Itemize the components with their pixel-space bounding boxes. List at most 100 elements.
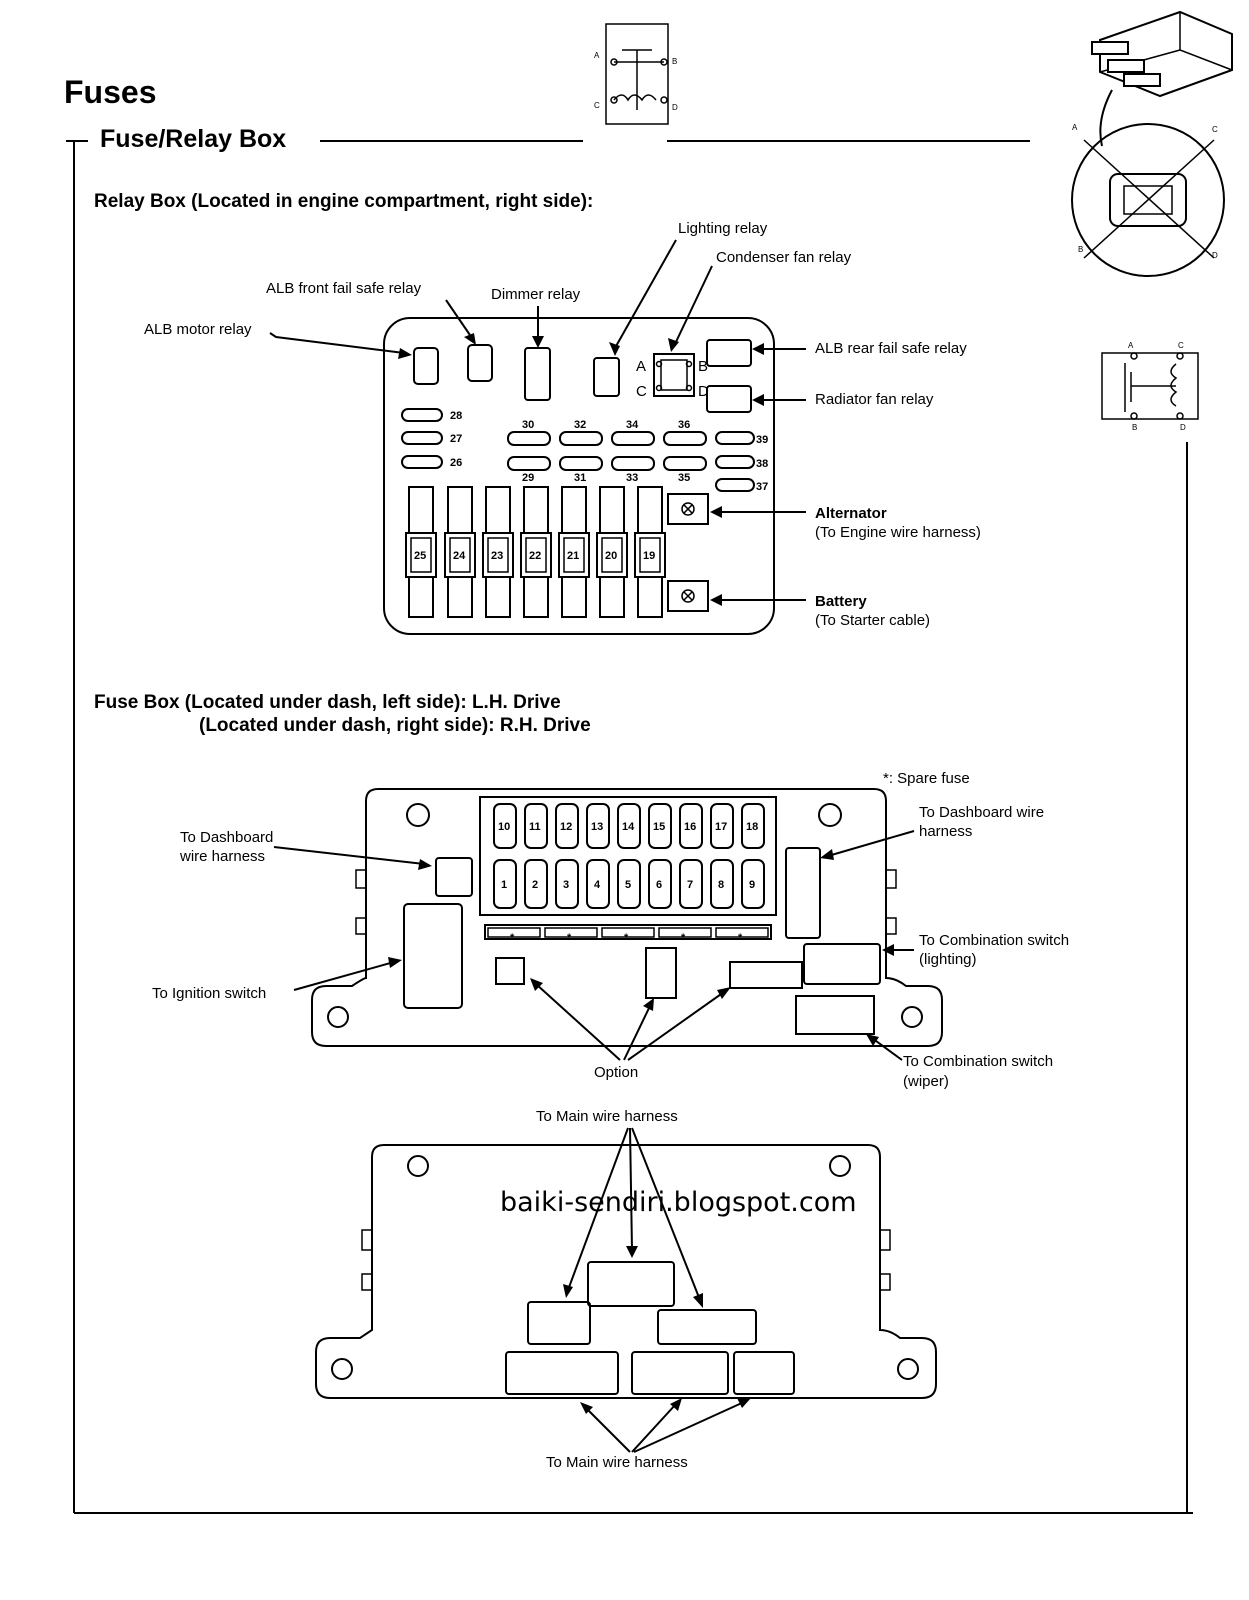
svg-text:Dimmer relay: Dimmer relay [491, 286, 581, 303]
relay-box-heading: Relay Box (Located in engine compartment… [94, 191, 593, 212]
svg-text:Radiator fan relay: Radiator fan relay [815, 391, 934, 408]
fuse-box-callouts: To Dashboard wire harness To Dashboard w… [152, 804, 1069, 1090]
svg-text:*: * [567, 932, 572, 944]
dimmer-relay [524, 347, 551, 401]
svg-text:B: B [1078, 245, 1083, 254]
watermark: baiki-sendiri.blogspot.com [500, 1187, 857, 1218]
svg-text:8: 8 [718, 879, 724, 891]
option-connector-2 [645, 947, 677, 999]
spare-fuse-row: ***** [487, 927, 769, 944]
fuse-slot-7: 7 [679, 859, 703, 909]
svg-text:20: 20 [605, 550, 617, 562]
alternator-terminal [667, 493, 709, 525]
svg-text:38: 38 [756, 458, 768, 470]
dashboard-connector-left [435, 857, 473, 897]
svg-text:29: 29 [522, 472, 534, 484]
fuse-slot-14: 14 [617, 803, 641, 849]
svg-text:(lighting): (lighting) [919, 951, 977, 968]
svg-text:C: C [594, 101, 600, 110]
fuse-box-heading-line1: Fuse Box (Located under dash, left side)… [94, 692, 561, 713]
fuse-slot-15: 15 [648, 803, 672, 849]
svg-text:34: 34 [626, 419, 639, 431]
svg-text:32: 32 [574, 419, 586, 431]
svg-text:To Dashboard wire: To Dashboard wire [919, 804, 1044, 821]
fuse-slot-4: 4 [586, 859, 610, 909]
relay-photo-illustration: A C B D [1071, 10, 1233, 277]
svg-text:ALB motor relay: ALB motor relay [144, 321, 252, 338]
svg-text:(To Starter cable): (To Starter cable) [815, 612, 930, 629]
svg-text:7: 7 [687, 879, 693, 891]
svg-text:36: 36 [678, 419, 690, 431]
svg-text:13: 13 [591, 821, 603, 833]
svg-text:C: C [1178, 341, 1184, 350]
radiator-fan-relay [706, 385, 752, 413]
svg-text:To Combination switch: To Combination switch [919, 932, 1069, 949]
svg-text:16: 16 [684, 821, 696, 833]
option-connector-3 [729, 961, 803, 989]
option-connector-1 [495, 957, 525, 985]
svg-text:15: 15 [653, 821, 665, 833]
svg-text:24: 24 [453, 550, 466, 562]
relay-schematic-top: A B C D [594, 23, 678, 125]
svg-text:Lighting relay: Lighting relay [678, 220, 768, 237]
svg-text:22: 22 [529, 550, 541, 562]
section-title: Fuse/Relay Box [100, 125, 286, 153]
svg-text:ALB rear fail safe relay: ALB rear fail safe relay [815, 340, 967, 357]
svg-text:23: 23 [491, 550, 503, 562]
svg-text:11: 11 [529, 821, 541, 833]
dashboard-connector-right [785, 847, 821, 939]
svg-text:25: 25 [414, 550, 426, 562]
svg-text:28: 28 [450, 410, 462, 422]
svg-text:17: 17 [715, 821, 727, 833]
svg-text:To Combination switch: To Combination switch [903, 1053, 1053, 1070]
svg-text:harness: harness [919, 823, 972, 840]
svg-text:B: B [672, 57, 677, 66]
fuse-slot-6: 6 [648, 859, 672, 909]
relay-box-callouts: Lighting relay Condenser fan relay ALB f… [144, 220, 981, 629]
fuse-slot-5: 5 [617, 859, 641, 909]
svg-text:35: 35 [678, 472, 690, 484]
fuse-slot-3: 3 [555, 859, 579, 909]
page-title: Fuses [64, 74, 156, 110]
fuse-box-rear: baiki-sendiri.blogspot.com [315, 1144, 937, 1399]
fuse-slot-2: 2 [524, 859, 548, 909]
battery-terminal [667, 580, 709, 612]
svg-text:26: 26 [450, 457, 462, 469]
fuse-slot-13: 13 [586, 803, 610, 849]
svg-text:Condenser fan relay: Condenser fan relay [716, 249, 852, 266]
condenser-fan-relay [653, 353, 695, 397]
svg-text:9: 9 [749, 879, 755, 891]
svg-text:14: 14 [622, 821, 635, 833]
alb-front-fail-safe-relay [467, 344, 493, 382]
svg-text:B: B [698, 358, 708, 375]
svg-text:21: 21 [567, 550, 579, 562]
fuse-slot-8: 8 [710, 859, 734, 909]
svg-text:39: 39 [756, 434, 768, 446]
svg-text:33: 33 [626, 472, 638, 484]
svg-text:31: 31 [574, 472, 586, 484]
svg-text:D: D [672, 103, 678, 112]
fuse-slot-1: 1 [493, 859, 517, 909]
svg-text:4: 4 [594, 879, 601, 891]
fuse-slot-16: 16 [679, 803, 703, 849]
fuse-slot-18: 18 [741, 803, 765, 849]
svg-text:To Main wire harness: To Main wire harness [536, 1108, 678, 1125]
section-frame [66, 140, 1193, 1514]
svg-text:18: 18 [746, 821, 758, 833]
svg-text:To Ignition switch: To Ignition switch [152, 985, 266, 1002]
svg-text:5: 5 [625, 879, 631, 891]
fuse-slot-11: 11 [524, 803, 548, 849]
alb-rear-fail-safe-relay [706, 339, 752, 367]
svg-text:Alternator: Alternator [815, 505, 887, 522]
alb-motor-relay [413, 347, 439, 385]
svg-text:27: 27 [450, 433, 462, 445]
svg-text:*: * [510, 932, 515, 944]
spare-fuse: * [487, 927, 541, 944]
svg-text:*: * [624, 932, 629, 944]
fuse-slot-12: 12 [555, 803, 579, 849]
svg-text:wire harness: wire harness [179, 848, 265, 865]
